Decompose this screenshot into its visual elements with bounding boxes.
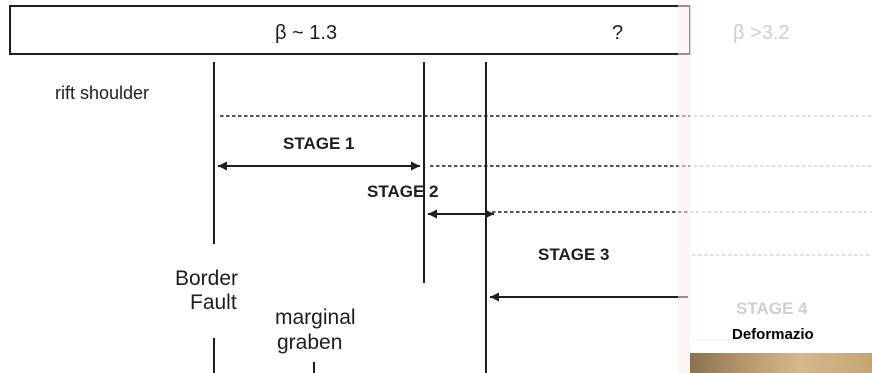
stage1-label: STAGE 1 [283,134,355,153]
overlay-edge-tint [678,0,690,373]
overlay-caption: Deformazio [732,326,814,343]
rift-shoulder-label: rift shoulder [55,83,150,103]
fault-label: Fault [190,291,237,314]
overlay-faded-panel [690,0,872,373]
overlay-photo-strip [690,353,872,373]
beta-left-label: β ~ 1.3 [275,22,338,44]
unknown-beta-label: ? [612,22,624,44]
border-label: Border [175,267,239,290]
beta-header-bar [9,5,691,55]
stage4-label: STAGE 4 [736,299,808,318]
graben-label: graben [277,331,343,354]
beta-right-label: β >3.2 [733,22,790,44]
marginal-label: marginal [275,306,356,329]
stage3-label: STAGE 3 [538,245,610,264]
stage2-label: STAGE 2 [367,182,439,201]
